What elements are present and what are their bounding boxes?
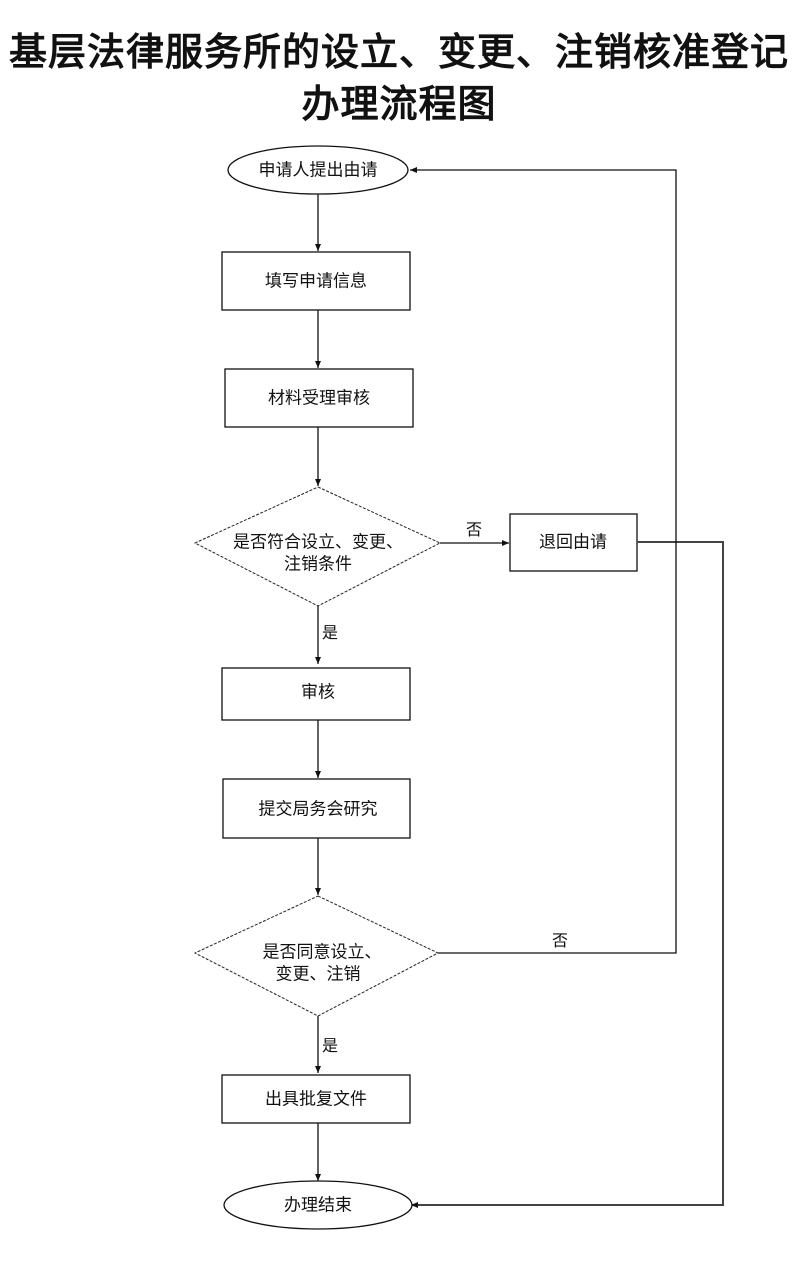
fill-info-label: 填写申请信息 (265, 272, 367, 292)
issue-approval-label: 出具批复文件 (265, 1090, 367, 1110)
diagram-title-line1: 基层法律服务所的设立、变更、注销核准登记 (8, 29, 789, 74)
return-application-node: 退回由请 (509, 513, 638, 572)
diagram-title-line2: 办理流程图 (301, 81, 497, 126)
edge-return-to-end (411, 541, 724, 1208)
end-node-label: 办理结束 (284, 1196, 352, 1216)
review-node: 审核 (221, 667, 411, 721)
review-label: 审核 (301, 683, 335, 703)
end-node: 办理结束 (223, 1180, 413, 1230)
decision2-label-line1: 是否同意设立、 (263, 943, 382, 963)
decision1-no-label: 否 (466, 520, 482, 539)
edge-decision2-no-to-start (410, 167, 677, 954)
material-review-node: 材料受理审核 (224, 368, 414, 428)
decision1-node: 是否符合设立、变更、 注销条件 (193, 486, 442, 607)
start-node-label: 申请人提出由请 (259, 161, 378, 181)
fill-info-node: 填写申请信息 (221, 251, 411, 311)
decision2-no-label: 否 (552, 931, 568, 950)
decision1-yes-label: 是 (322, 623, 338, 642)
material-review-label: 材料受理审核 (268, 389, 370, 409)
decision2-yes-label: 是 (322, 1036, 338, 1055)
decision2-label-line2: 变更、注销 (276, 965, 361, 985)
issue-approval-node: 出具批复文件 (221, 1074, 411, 1124)
submit-meeting-node: 提交局务会研究 (222, 778, 411, 839)
decision1-label-line1: 是否符合设立、变更、 (233, 533, 403, 553)
return-application-label: 退回由请 (539, 533, 607, 553)
decision1-label-line2: 注销条件 (284, 555, 352, 575)
submit-meeting-label: 提交局务会研究 (259, 800, 378, 820)
decision2-node: 是否同意设立、 变更、注销 (193, 895, 440, 1017)
start-node: 申请人提出由请 (227, 145, 409, 195)
